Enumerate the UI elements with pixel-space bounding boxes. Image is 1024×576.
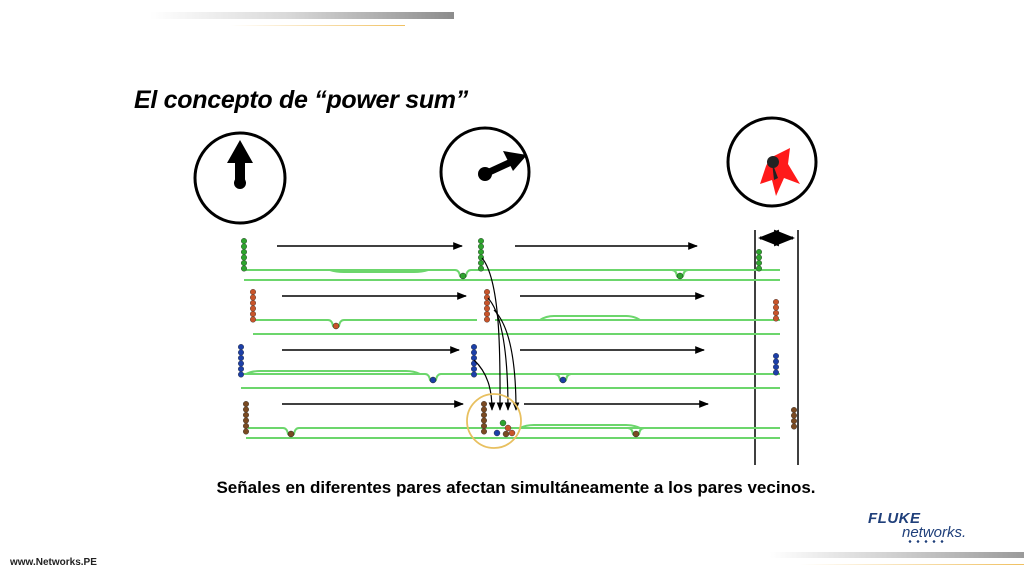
signal-dot [559, 376, 567, 384]
signal-bump [539, 315, 641, 321]
signal-stack-mid [481, 401, 488, 435]
header-gradient-bar [150, 12, 454, 19]
gauge-arrow-red-icon [726, 116, 818, 208]
website-url: www.Networks.PE [10, 557, 97, 568]
logo-dots [906, 540, 946, 543]
signal-stack-end [791, 407, 798, 430]
signal-dot [287, 430, 295, 438]
slide-caption: Señales en diferentes pares afectan simu… [216, 478, 816, 497]
crosstalk-highlight [466, 393, 522, 449]
fluke-networks-logo: FLUKE networks. [866, 510, 996, 546]
footer-gradient-bar [770, 552, 1024, 558]
signal-line-top [489, 269, 780, 279]
slide-title: El concepto de “power sum” [134, 86, 468, 114]
signal-bump [329, 269, 429, 273]
measurement-window [754, 229, 799, 465]
signal-dot [459, 272, 467, 280]
signal-bump [519, 424, 641, 429]
signal-stack-start [240, 237, 247, 272]
wire-pair-1 [240, 237, 780, 281]
signal-bump [245, 370, 421, 375]
gauge-arrow-up-icon [193, 131, 287, 225]
signal-stack-mid [471, 344, 478, 378]
signal-dot [429, 376, 437, 384]
logo-sub: networks. [902, 524, 967, 541]
signal-stack-end [773, 353, 780, 376]
signal-line-top [248, 427, 645, 437]
signal-line-top [246, 269, 689, 279]
signal-line-top [482, 373, 780, 383]
wire-pair-3 [237, 344, 780, 389]
combined-noise-dots [493, 419, 516, 438]
signal-stack-mid [478, 237, 485, 272]
signal-stack-mid [484, 289, 491, 323]
signal-stack-start [242, 401, 249, 435]
signal-stack-end [756, 248, 763, 272]
gauge-arrow-right-icon [439, 126, 531, 218]
signal-stack-end [773, 299, 780, 322]
signal-line-top [243, 373, 572, 383]
signal-dot [332, 322, 340, 330]
wire-pair-4 [242, 400, 798, 439]
signal-stack-start [249, 289, 256, 323]
logo-brand: FLUKE [868, 510, 921, 527]
header-accent-line [230, 25, 405, 26]
signal-dot [676, 272, 684, 280]
signal-dot [632, 430, 640, 438]
signal-stack-start [237, 344, 244, 378]
wire-pair-2 [249, 289, 780, 335]
footer-accent-line [800, 564, 1024, 565]
signal-line-top [255, 319, 477, 329]
